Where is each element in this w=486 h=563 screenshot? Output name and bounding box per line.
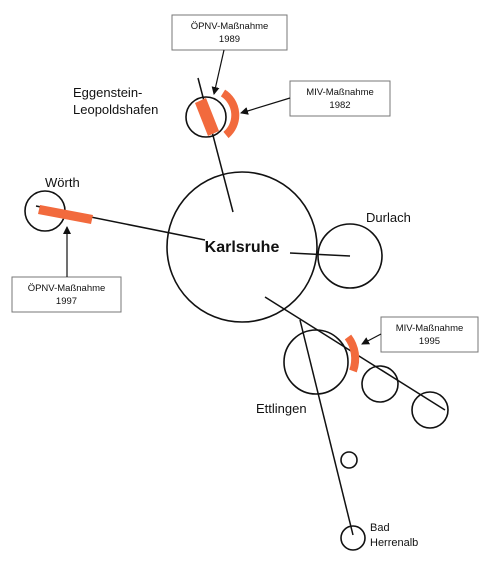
callout-miv-1995: MIV-Maßnahme 1995 (361, 316, 479, 353)
town-circles (24, 96, 449, 551)
callout-arrow (211, 49, 225, 95)
town-labels: Karlsruhe Durlach Wörth Eggenstein- Leop… (45, 85, 418, 549)
measure-markers (38, 89, 360, 373)
callout-line1: MIV-Maßnahme (396, 323, 464, 334)
callout-line1: ÖPNV-Maßnahme (191, 21, 269, 32)
herrenalb-circle (340, 525, 366, 551)
ettlingen-circle (283, 329, 349, 395)
miv-1995-marker (344, 334, 360, 373)
callout-miv-1982: MIV-Maßnahme 1982 (240, 80, 391, 117)
line-ettlingen-herrenalb (299, 319, 354, 536)
callout-oepnv-1989: ÖPNV-Maßnahme 1989 (171, 14, 288, 95)
callout-arrow (361, 333, 382, 345)
small-town-circle-2 (411, 391, 449, 429)
karlsruhe-circle (166, 171, 318, 323)
label-ettlingen: Ettlingen (256, 401, 307, 416)
callout-arrow (240, 97, 291, 115)
label-woerth: Wörth (45, 175, 80, 190)
callout-line1: MIV-Maßnahme (306, 87, 374, 98)
callout-line2: 1982 (329, 100, 350, 111)
oepnv-1997-marker (38, 205, 93, 224)
small-town-circle-3 (340, 451, 358, 469)
miv-1982-marker (220, 89, 240, 139)
label-karlsruhe: Karlsruhe (205, 239, 280, 256)
label-herrenalb: Herrenalb (370, 537, 418, 549)
callout-box (289, 80, 391, 117)
callout-line2: 1995 (419, 336, 440, 347)
label-durlach: Durlach (366, 210, 411, 225)
eggenstein-circle (185, 96, 227, 138)
label-bad: Bad (370, 522, 390, 534)
callout-box (171, 14, 288, 51)
callout-line1: ÖPNV-Maßnahme (28, 283, 106, 294)
small-town-circle-1 (361, 365, 399, 403)
durlach-circle (317, 223, 383, 289)
callout-line2: 1989 (219, 34, 240, 45)
callout-box (380, 316, 479, 353)
oepnv-1989-marker (195, 98, 219, 136)
callout-oepnv-1997: ÖPNV-Maßnahme 1997 (11, 226, 122, 313)
label-eggenstein-line2: Leopoldshafen (73, 102, 158, 117)
label-eggenstein-line1: Eggenstein- (73, 85, 142, 100)
line-karlsruhe-durlach (289, 252, 351, 257)
callout-line2: 1997 (56, 296, 77, 307)
